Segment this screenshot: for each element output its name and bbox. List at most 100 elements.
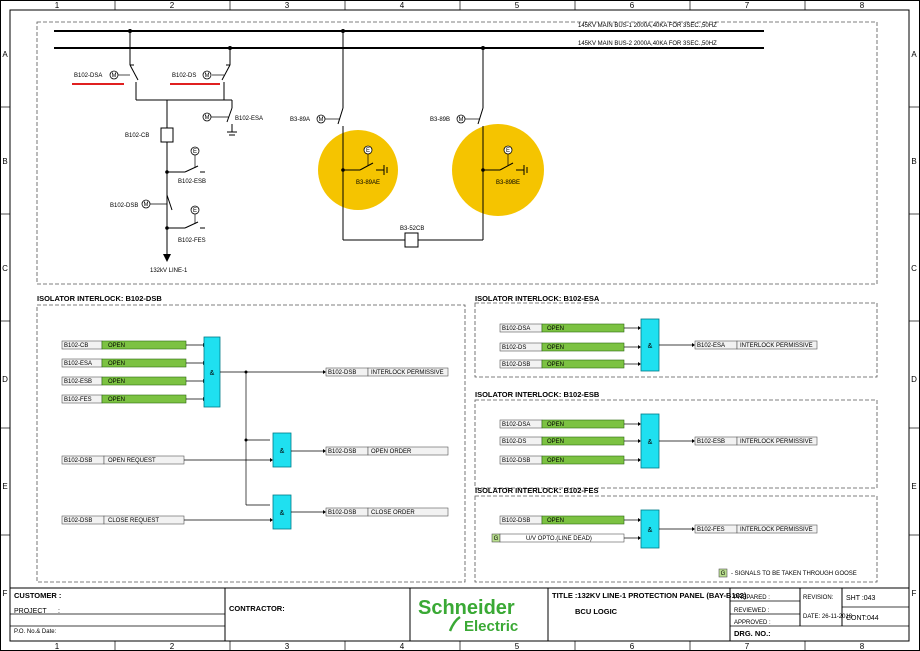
grid-col-7: 7: [745, 642, 750, 651]
esb-permissive-output: B102-ESB INTERLOCK PERMISSIVE: [694, 436, 818, 446]
sld-panel: [36, 21, 878, 285]
interlock-fes-title: ISOLATOR INTERLOCK: B102-FES: [475, 486, 598, 495]
and-symbol: &: [648, 527, 653, 534]
output-tag: B102-ESA: [697, 343, 725, 349]
input-tag: B102-DS: [502, 345, 526, 351]
input-tag: B102-DSB: [502, 518, 530, 524]
input-tag: B102-DSB: [64, 458, 92, 464]
dsb-and-gate-close: &: [272, 494, 292, 530]
grid-row-c: C: [911, 264, 917, 273]
interlock-b102-esb: ISOLATOR INTERLOCK: B102-ESB B102-DSA OP…: [474, 390, 878, 489]
motor-symbol: M: [205, 73, 210, 79]
dsb-and-gate-main: &: [203, 336, 221, 408]
goose-marker-icon: [718, 568, 728, 578]
grid-row-d: D: [911, 375, 917, 384]
input-state: OPEN: [108, 379, 125, 385]
interlock-b102-fes: ISOLATOR INTERLOCK: B102-FES B102-DSB OP…: [474, 486, 878, 583]
line-label: 132kV LINE-1: [150, 268, 188, 274]
esa-and-gate: &: [640, 318, 660, 372]
grid-col-7: 7: [745, 1, 750, 10]
interlock-esb-title: ISOLATOR INTERLOCK: B102-ESB: [475, 390, 600, 399]
grid-row-a: A: [2, 50, 8, 59]
input-tag: B102-DSB: [502, 458, 530, 464]
input-state: OPEN: [108, 343, 125, 349]
logo-swoosh-icon: [448, 615, 461, 632]
input-state: OPEN: [547, 458, 564, 464]
motor-symbol: M: [144, 202, 149, 208]
input-state: OPEN: [108, 361, 125, 367]
approved-label: APPROVED :: [734, 620, 771, 626]
drawing-title: TITLE :132KV LINE-1 PROTECTION PANEL (BA…: [552, 591, 747, 600]
input-text: OPEN REQUEST: [108, 458, 156, 464]
esa-input-3: B102-DSB OPEN: [499, 359, 641, 369]
po-label: P.O. No.& Date:: [14, 629, 57, 635]
grid-row-d: D: [2, 375, 8, 384]
and-symbol: &: [648, 439, 653, 446]
earth-symbol: E: [193, 208, 197, 214]
input-tag: B102-DS: [502, 439, 526, 445]
b102-esb-label: B102-ESB: [178, 179, 206, 185]
logo-electric: Electric: [464, 618, 518, 635]
earth-symbol: E: [366, 148, 370, 154]
esb-and-gate: &: [640, 413, 660, 469]
grid-row-e: E: [911, 482, 916, 491]
output-text: CLOSE ORDER: [371, 510, 415, 516]
grid-row-f: F: [3, 589, 8, 598]
output-text: INTERLOCK PERMISSIVE: [740, 527, 813, 533]
earth-symbol: E: [506, 148, 510, 154]
column-labels-bottom: 1 2 3 4 5 6 7 8: [55, 642, 865, 651]
b102-dsb-label: B102-DSB: [110, 203, 138, 209]
customer-label: CUSTOMER :: [14, 591, 61, 600]
input-tag: B102-DSA: [502, 326, 530, 332]
fes-uv-input: G U/V OPTO.(LINE DEAD): [491, 533, 641, 543]
grid-col-2: 2: [170, 642, 175, 651]
esb-input-2: B102-DS OPEN: [499, 436, 641, 446]
busbar-2: 145KV MAIN BUS-2 2000A,40KA FOR 3SEC.,50…: [54, 41, 764, 49]
dsb-close-request: B102-DSB CLOSE REQUEST: [61, 515, 273, 525]
busbar-1: 145KV MAIN BUS-1 2000A,40KA FOR 3SEC.,50…: [54, 23, 764, 32]
b3-circuit-breaker-icon: [404, 232, 419, 248]
schneider-electric-logo: Schneider Electric: [418, 597, 518, 635]
input-state: OPEN: [547, 439, 564, 445]
reviewed-label: REVIEWED :: [734, 608, 770, 614]
esb-input-1: B102-DSA OPEN: [499, 419, 641, 429]
input-tag: B102-DSB: [64, 518, 92, 524]
b3-89a-label: B3-89A: [290, 117, 310, 123]
title-block: CUSTOMER : PROJECT : P.O. No.& Date: CON…: [9, 587, 910, 642]
goose-legend: G - SIGNALS TO BE TAKEN THROUGH GOOSE: [718, 568, 857, 578]
line-arrow-icon: [163, 254, 171, 262]
bus-coupler-b3: M B3-89A E B3-89AE M B3-89B E B3-89BE: [290, 29, 544, 248]
busbar-1-label: 145KV MAIN BUS-1 2000A,40KA FOR 3SEC.,50…: [578, 23, 717, 29]
output-text: INTERLOCK PERMISSIVE: [740, 343, 813, 349]
fes-input-1: B102-DSB OPEN: [499, 515, 641, 525]
dsb-input-2: B102-ESA OPEN: [61, 358, 206, 368]
contractor-label: CONTRACTOR:: [229, 604, 285, 613]
bay-b102: M B102-DSA M B102-DS M B102-ESA B102-CB: [72, 29, 263, 274]
grid-row-b: B: [2, 157, 7, 166]
dsb-input-1: B102-CB OPEN: [61, 340, 206, 350]
input-tag: B102-DSB: [502, 362, 530, 368]
row-labels-left: A B C D E F: [2, 50, 8, 598]
b3-89b-label: B3-89B: [430, 117, 450, 123]
row-labels-right: A B C D E F: [911, 50, 917, 598]
grid-col-6: 6: [630, 642, 635, 651]
and-symbol: &: [280, 448, 285, 455]
esa-input-1: B102-DSA OPEN: [499, 323, 641, 333]
goose-marker-text: G: [494, 536, 499, 542]
prepared-label: PREPARED :: [734, 595, 770, 601]
input-text: CLOSE REQUEST: [108, 518, 159, 524]
uv-input-text: U/V OPTO.(LINE DEAD): [526, 536, 592, 542]
grid-col-5: 5: [515, 1, 520, 10]
grid-col-3: 3: [285, 642, 290, 651]
input-tag: B102-FES: [64, 397, 92, 403]
grid-col-4: 4: [400, 642, 405, 651]
motor-symbol: M: [319, 117, 324, 123]
output-tag: B102-DSB: [328, 449, 356, 455]
input-state: OPEN: [547, 326, 564, 332]
b3-52cb-label: B3-52CB: [400, 226, 424, 232]
input-state: OPEN: [547, 518, 564, 524]
drawing-number-label: DRG. NO.:: [734, 629, 771, 638]
fes-permissive-output: B102-FES INTERLOCK PERMISSIVE: [694, 524, 818, 534]
esa-input-2: B102-DS OPEN: [499, 342, 641, 352]
